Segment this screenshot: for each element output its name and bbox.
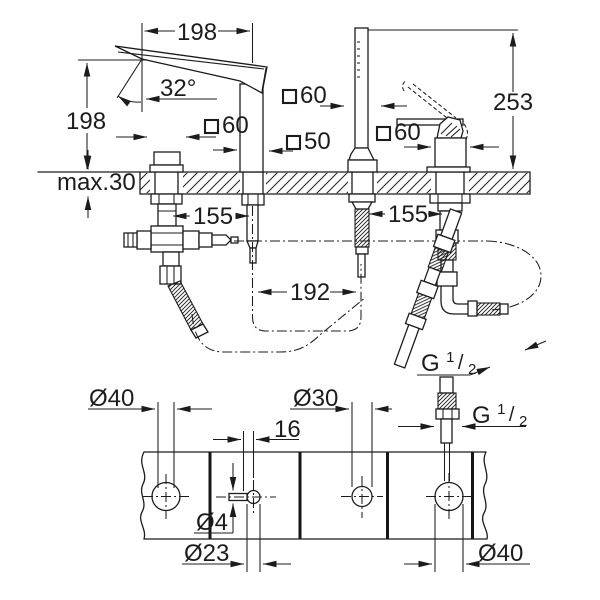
hand-shower — [347, 27, 378, 278]
dim-pin-offset-label: 16 — [274, 416, 301, 443]
dim-hole-left: Ø40 — [88, 385, 212, 488]
dim-deck-thickness-label: max.30 — [57, 169, 136, 196]
spout — [114, 45, 268, 264]
hose-diagonal — [393, 208, 463, 369]
square-symbol — [285, 134, 302, 151]
mixer-supply-hoses — [393, 193, 509, 369]
hole-left — [143, 474, 189, 519]
dim-hole-handle-label: Ø23 — [184, 540, 229, 567]
dim-spout-square-label: 50 — [304, 128, 331, 155]
dim-shower-square: 60 — [281, 82, 407, 110]
square-symbol — [375, 125, 392, 142]
dim-valve-square: 60 — [116, 112, 249, 141]
dim-pitch-left: 155 — [173, 203, 249, 230]
dim-spout-square: 50 — [213, 128, 331, 155]
dim-spout-length: 198 — [141, 19, 254, 112]
dim-pin-offset: 16 — [213, 416, 301, 491]
dim-valve-square-label: 60 — [222, 112, 249, 139]
dim-overall-height-label: 253 — [493, 89, 533, 116]
square-symbol — [281, 88, 298, 105]
dim-spout-angle-label: 32° — [160, 75, 196, 102]
side-valve — [123, 151, 239, 339]
dim-overall-height: 253 — [368, 29, 533, 169]
dim-pin-hole: Ø4 — [194, 463, 237, 536]
dim-spout-height-label: 198 — [66, 108, 106, 135]
dim-spout-length-label: 198 — [177, 19, 217, 46]
dim-mixer-square: 60 — [375, 119, 499, 151]
dim-hole-right-label: Ø40 — [478, 540, 523, 567]
hole-right — [426, 473, 472, 520]
deck-section — [37, 171, 531, 195]
dim-hole-right: Ø40 — [404, 504, 530, 572]
mixer — [396, 79, 471, 195]
plan-view: Ø40 Ø30 16 Ø4 — [88, 385, 530, 572]
thread-label: G 1 / 2 — [472, 401, 527, 430]
dim-pitch-center-label: 192 — [290, 279, 330, 306]
square-symbol — [203, 118, 220, 135]
dim-pitch-right: 155 — [369, 201, 442, 228]
dim-deck-thickness: max.30 — [57, 150, 136, 218]
dim-hole-shower: Ø30 — [290, 385, 392, 487]
dim-thread-nipple: G 1 / 2 — [398, 401, 527, 430]
dim-hole-handle: Ø23 — [182, 504, 291, 572]
dim-shower-square-label: 60 — [300, 82, 327, 109]
deck-strip — [139, 451, 488, 540]
dim-spout-height: 198 — [66, 59, 148, 169]
dim-pitch-center: 192 — [258, 279, 356, 306]
dim-hole-shower-label: Ø30 — [293, 385, 338, 412]
hose-routing-centerlines — [191, 206, 542, 353]
side-view: 198 32° 198 253 max.30 — [37, 19, 547, 378]
dim-spout-angle: 32° — [116, 58, 217, 107]
hole-shower — [341, 476, 383, 518]
thread-label: G 1 / 2 — [421, 349, 476, 378]
dim-hole-left-label: Ø40 — [89, 385, 134, 412]
dim-pitch-left-label: 155 — [193, 203, 233, 230]
spray-face-dots — [357, 41, 360, 78]
dim-thread-hose: G 1 / 2 — [417, 340, 547, 378]
hole-handle — [216, 480, 276, 514]
dim-pin-hole-label: Ø4 — [196, 509, 228, 536]
thread-nipple-detail: G 1 / 2 — [398, 376, 527, 481]
dim-pitch-right-label: 155 — [388, 201, 428, 228]
dim-mixer-square-label: 60 — [394, 119, 421, 146]
